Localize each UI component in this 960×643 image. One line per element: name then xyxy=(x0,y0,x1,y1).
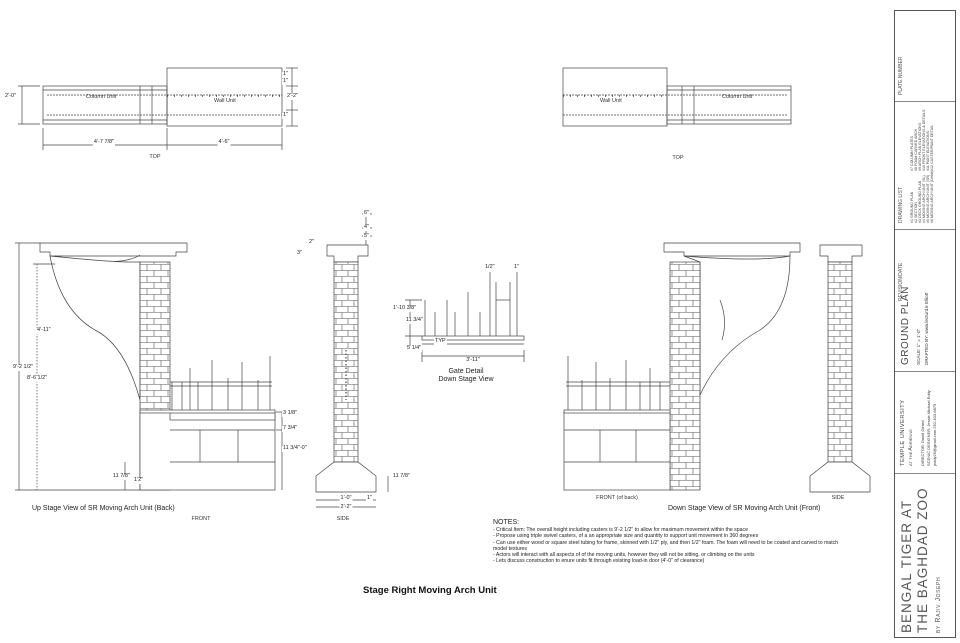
plan-left-column-label: Column Unit xyxy=(86,94,117,100)
side-dim-7: 2'-2" xyxy=(339,504,353,511)
school-name: Temple University xyxy=(900,399,906,466)
gate-dim-6: 5 1/4" xyxy=(406,345,423,352)
show-title: Bengal Tiger at the Baghdad Zoo xyxy=(899,487,930,633)
plan-left-dim-r3: 1" xyxy=(282,112,290,119)
notes-block: NOTES: - Critical Item: The overall heig… xyxy=(493,519,873,565)
notes-heading: NOTES: xyxy=(493,519,520,526)
side-dim-3: 5" xyxy=(363,233,371,240)
note-line: model textures xyxy=(493,545,528,552)
back-dim-5: 7 3/4" xyxy=(282,425,299,432)
side-dim-9: 11 7/8" xyxy=(392,473,411,480)
plan-left-dim-b: 4'-6" xyxy=(217,139,231,146)
playwright-text: by Rajiv Joseph xyxy=(935,576,942,633)
back-view-caption: Up Stage View of SR Moving Arch Unit (Ba… xyxy=(32,505,175,512)
plan-left-caption: TOP xyxy=(149,154,161,160)
note-line: - Propose using triple swivel casters, o… xyxy=(493,533,759,540)
side-elevation-left xyxy=(315,213,389,508)
school-venue: at the Adrienne xyxy=(908,429,914,466)
note-line: - Actors will interact with all aspects … xyxy=(493,552,755,559)
back-dim-overall: 9'-2 1/2" xyxy=(12,364,35,371)
title-block: PLATE NUMBER DRAWING LIST #1 GROUND PLAN… xyxy=(894,10,956,638)
plan-left-dim-r1: 1" xyxy=(282,71,290,78)
side-dim-5: 3" xyxy=(296,250,304,257)
gate-dim-1: 1/2" xyxy=(484,264,496,271)
side-dim-6: 1'-0" xyxy=(339,495,353,502)
back-dim-3: 4'-11" xyxy=(36,327,52,334)
side-dim-8: 1" xyxy=(366,495,374,502)
plan-left-height-dim: 2'-0" xyxy=(4,93,17,100)
plan-right-column-label: Column Unit xyxy=(722,94,753,100)
sheet-title: Stage Right Moving Arch Unit xyxy=(363,585,497,596)
back-dim-6: 11 3/4"-0" xyxy=(282,445,308,452)
gate-dim-2: 1" xyxy=(513,264,521,271)
back-elevation xyxy=(15,242,288,491)
side-dim-2: 4" xyxy=(363,224,371,231)
front-elevation xyxy=(563,242,801,491)
back-dim-7: 11 7/8" xyxy=(112,473,131,480)
plan-right-wall-label: Wall Unit xyxy=(600,98,622,104)
note-line: - Can use either wood or square steel tu… xyxy=(493,539,839,546)
plan-right-caption: TOP xyxy=(672,155,684,161)
side-right-caption: SIDE xyxy=(831,495,845,501)
drawing-list-a-6: #6 MOVING ARCH UNIT (Detail) xyxy=(930,170,934,223)
side-dim-4: 2" xyxy=(308,239,316,246)
note-line: - Critical Item: The overall height incl… xyxy=(493,527,749,534)
drawing-list-label: DRAWING LIST xyxy=(898,187,904,223)
plan-name: Ground Plan xyxy=(900,286,911,365)
gate-dim-5: TYP xyxy=(434,338,447,345)
side-dim-1: 6" xyxy=(363,210,371,217)
plan-left-dim-r2: 1" xyxy=(282,78,290,85)
contact-text: jeddy26@gmail.com 252-403-6879 xyxy=(932,403,937,466)
side-left-caption: SIDE xyxy=(336,516,350,522)
back-dim-4: 3 1/8" xyxy=(282,410,299,417)
plan-left-wall-label: Wall Unit xyxy=(214,98,236,104)
back-dim-8: 1'2" xyxy=(133,477,145,484)
front-view-sub: FRONT (of back) xyxy=(596,495,638,501)
gate-dim-4: 11 3/4" xyxy=(405,317,424,324)
plate-number-label: PLATE NUMBER xyxy=(898,56,904,95)
drawing-list-b-6: #12 CASTER/PAINT DETAIL xyxy=(930,124,934,171)
gate-dim-7: 3'-11" xyxy=(465,357,481,364)
director-text: DIRECTOR: David Girard xyxy=(920,420,925,467)
back-view-sub: FRONT xyxy=(191,516,211,522)
side-elevation-right xyxy=(809,244,871,493)
plan-left-height-dim-r: 2'-2" xyxy=(286,93,299,100)
scale-text: SCALE: 1" = 1'-0" xyxy=(916,328,921,365)
designer-text: SCENIC DESIGNER: Jessie Michael Eddy xyxy=(926,390,931,466)
drafted-by-text: DRAFTED BY: www.lecturd.k Elliott xyxy=(924,292,929,365)
front-view-caption: Down Stage View of SR Moving Arch Unit (… xyxy=(668,505,821,512)
gate-detail xyxy=(405,272,525,362)
plan-left-dim-a: 4'-7 7/8" xyxy=(92,139,116,146)
gate-caption-2: Down Stage View xyxy=(438,376,494,383)
back-dim-2: 8'-6 1/2" xyxy=(26,375,49,382)
plan-view-right xyxy=(562,67,792,127)
gate-dim-3: 1'-10 3/8" xyxy=(392,305,418,312)
gate-caption-1: Gate Detail xyxy=(448,368,484,375)
plan-view-left xyxy=(18,67,298,150)
note-line: - Lets discuss construction to enure uni… xyxy=(493,558,705,565)
